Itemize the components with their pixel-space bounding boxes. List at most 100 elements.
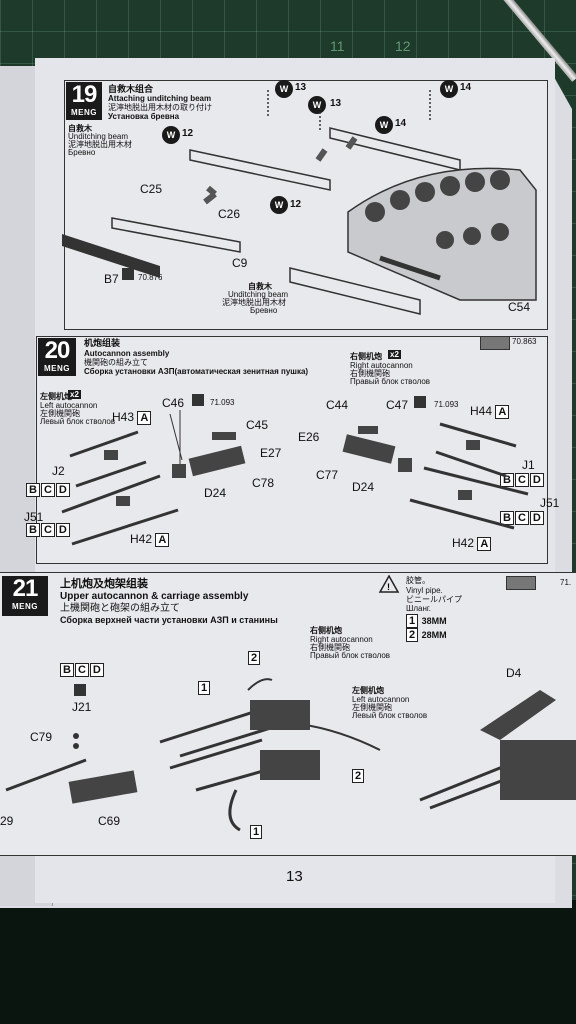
right-autocannon-ru: Правый блок стволов [350,377,431,386]
unditching-beam [62,234,160,278]
w14-label-2: 14 [460,82,472,93]
w13-label-2: 13 [330,98,342,109]
left-label-ru: Бревно [68,148,96,157]
part-label: H43 A [112,410,152,425]
w12-badge-2: W [270,196,288,214]
w12-label-2: 12 [290,199,302,210]
mat-number: 12 [395,38,411,54]
step-21-badge: 21 MENG [2,576,48,616]
step-title-ru: Сборка установки АЗП(автоматическая зени… [84,367,309,376]
part-label: J21 [72,700,92,714]
step-title-ru: Установка бревна [108,112,180,121]
w14-label: 14 [395,118,407,129]
part-label: C47 [386,398,409,412]
step-number: 20 [44,337,71,364]
w13-badge: W [275,80,293,98]
pipe-tag: 1 [250,824,263,839]
w14-badge: W [375,116,393,134]
part-label: J51 [540,496,560,510]
paint-swatch [480,336,510,350]
vinyl-jp: ビニールパイプ [406,595,462,604]
vinyl-cn: 胶管。 [406,576,430,585]
step-title-ru: Сборка верхней части установки АЗП и ста… [60,615,278,625]
x2-badge: x2 [68,390,81,399]
bottom-label-jp: 泥濘地脱出用木材 [222,298,286,307]
length-1: 1 38MM [406,614,447,628]
right-autocannon-jp: 右側機関砲 [310,643,350,652]
right-autocannon-cn: 右侧机炮 [350,352,382,361]
svg-text:!: ! [387,582,390,592]
step-title-cn: 上机炮及炮架组装 [60,578,148,590]
left-autocannon-ru: Левый блок стволов [352,711,428,720]
w12-label: 12 [182,128,194,139]
left-label-cn: 自救木 [68,124,92,133]
part-label: C78 [252,476,275,490]
step-19-badge: 19 MENG [66,82,102,120]
left-autocannon-ru: Левый блок стволов [40,417,116,426]
step-title-jp: 機関砲の組み立て [84,358,148,367]
part-label: H42 A [452,536,492,551]
w12-badge: W [162,126,180,144]
part-label: C45 [246,418,269,432]
part-label: 29 [0,814,14,828]
left-label-jp: 泥濘地脱出用木材 [68,140,132,149]
step-number: 21 [12,575,39,602]
w13-label: 13 [295,82,307,93]
step-20-badge: 20 MENG [38,338,76,376]
paint-code: 71.093 [210,398,235,407]
brand-logo: MENG [44,364,70,373]
part-label: C69 [98,814,121,828]
bottom-label-ru: Бревно [250,306,278,315]
right-autocannon-ru: Правый блок стволов [310,651,391,660]
mat-dark-area [0,900,576,1024]
step-title-en: Autocannon assembly [84,349,170,358]
left-autocannon-jp: 左側機関砲 [352,703,392,712]
right-autocannon-en: Right autocannon [310,635,373,644]
w14-badge-2: W [440,80,458,98]
part-label: C54 [508,300,531,314]
part-label: C25 [140,182,163,196]
paint-swatch [506,576,536,590]
paint-code: 71.093 [434,400,459,409]
step-number: 19 [71,81,98,108]
part-label: D24 [204,486,227,500]
part-label: E26 [298,430,320,444]
left-autocannon-cn: 左侧机炮 [40,392,72,401]
vinyl-en: Vinyl pipe. [406,586,443,595]
right-autocannon-jp: 右側機関砲 [350,369,390,378]
paint-code: 70.876 [138,273,163,282]
w13-badge-2: W [308,96,326,114]
step-title-cn: 机炮组装 [84,338,121,348]
part-label: H44 A [470,404,510,419]
brand-logo: MENG [71,108,97,117]
part-label: H42 A [130,532,170,547]
bottom-label-cn: 自救木 [248,282,272,291]
vinyl-ru: Шланг. [406,604,432,613]
right-autocannon-en: Right autocannon [350,361,413,370]
part-label: J51 [24,510,44,524]
right-autocannon-cn: 右侧机炮 [310,626,342,635]
left-label-en: Unditching beam [68,132,129,141]
part-label: J1 [522,458,535,472]
step-title-en: Upper autocannon & carriage assembly [60,591,249,602]
part-label: C77 [316,468,339,482]
left-autocannon-cn: 左侧机炮 [352,686,384,695]
step-title-cn: 自救木组合 [108,84,154,94]
part-label: J2 [52,464,65,478]
part-label: C44 [326,398,349,412]
paint-code: 70.863 [512,337,537,346]
part-label: E27 [260,446,282,460]
brand-logo: MENG [12,602,38,611]
mat-number: 11 [330,38,345,54]
part-label: C9 [232,256,248,270]
left-autocannon-jp: 左側機関砲 [40,409,80,418]
left-autocannon-en: Left autocannon [40,401,98,410]
bottom-label-en: Unditching beam [228,290,289,299]
pipe-tag: 2 [352,768,365,783]
